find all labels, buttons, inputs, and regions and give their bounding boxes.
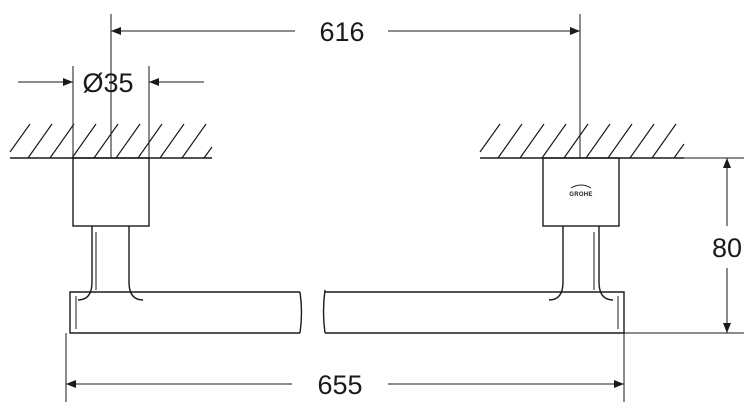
svg-text:Ø35: Ø35 — [82, 68, 133, 98]
dimension-rosette-diameter: Ø35 — [18, 66, 204, 158]
dimension-overall-length: 655 — [65, 333, 625, 402]
towel-bar — [69, 289, 625, 334]
right-wall-hatch — [479, 123, 685, 159]
dimension-projection: 80 — [619, 157, 744, 334]
right-mount — [542, 157, 620, 301]
grohe-logo-icon: GROHE — [569, 184, 593, 198]
svg-text:GROHE: GROHE — [569, 192, 593, 198]
dim-655-label: 655 — [317, 370, 362, 400]
dim-80-label: 80 — [712, 233, 742, 263]
left-mount — [72, 157, 150, 301]
dim-35-label: 35 — [103, 68, 133, 98]
dim-616-label: 616 — [319, 17, 364, 47]
diameter-symbol: Ø — [82, 68, 103, 98]
dimension-center-distance: 616 — [110, 14, 581, 158]
